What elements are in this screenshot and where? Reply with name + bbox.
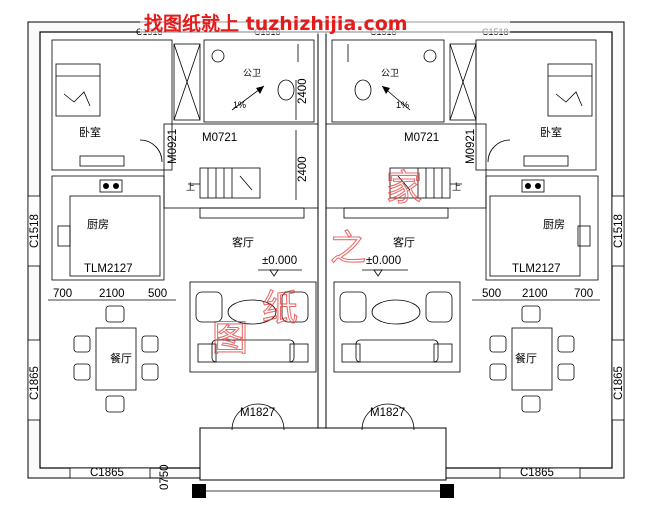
stair-right-rail <box>343 207 449 219</box>
party-wall <box>317 31 327 429</box>
slope-arrowhead-right <box>382 86 390 94</box>
level-label-left: ±0.000 <box>262 255 297 267</box>
dim-2400-upper: 2400 <box>297 78 309 104</box>
closet-right <box>449 43 477 121</box>
dining-chairs-right <box>489 305 575 413</box>
closet-left-cross-b <box>173 43 201 121</box>
bedroom-left-cabinet <box>79 155 125 167</box>
window-code-c1865-bottom-right: C1865 <box>520 467 554 479</box>
dining-chairs-left <box>73 305 159 413</box>
entrance-porch <box>199 427 447 481</box>
room-label-living-left: 客厅 <box>232 235 254 249</box>
toilet-left <box>277 79 295 101</box>
dim-700-right: 700 <box>574 288 593 300</box>
side-windows <box>27 195 625 479</box>
door-code-m0721-right: M0721 <box>404 132 439 144</box>
kitchen-right-sink <box>577 225 591 247</box>
bathroom-right-outline <box>331 39 445 123</box>
column-left <box>192 484 206 498</box>
entry-door-left-arc-b <box>257 403 285 431</box>
stamp-char-4: 家 <box>386 168 422 209</box>
stove-right-burner-b <box>535 183 541 189</box>
slope-left: 1% <box>233 100 246 110</box>
window-code-c1518-right-side: C1518 <box>613 214 625 248</box>
dining-table-right <box>511 327 553 391</box>
bed-right <box>547 63 593 117</box>
room-label-bedroom-left: 卧室 <box>79 125 101 139</box>
room-label-kitchen-right: 厨房 <box>543 218 565 231</box>
slope-arrowhead-left <box>256 86 264 94</box>
window-code-c1518-left-side: C1518 <box>29 214 41 248</box>
bedroom-left-door-arc <box>139 139 163 163</box>
sofa-set-right <box>333 281 461 373</box>
slope-right: 1% <box>396 100 409 110</box>
closet-right-cross-b <box>449 43 477 121</box>
sink-right <box>423 49 437 63</box>
room-label-dining-right: 餐厅 <box>515 351 537 365</box>
stair-up-right: 上 <box>452 182 461 192</box>
bed-right-blanket <box>555 91 583 107</box>
window-code-c1865-bottom-left: C1865 <box>90 467 124 479</box>
stove-right <box>521 179 545 193</box>
stove-left-burner-a <box>103 183 109 189</box>
room-label-kitchen-left: 厨房 <box>87 218 109 231</box>
stair-left-rail <box>199 207 305 219</box>
bed-left <box>55 63 101 117</box>
room-label-bedroom-right: 卧室 <box>540 125 562 139</box>
room-label-bathroom-left: 公卫 <box>243 68 261 78</box>
dining-table-left <box>95 327 137 391</box>
window-code-c1865-left-side: C1865 <box>29 366 41 400</box>
stamp-char-3: 之 <box>330 228 366 269</box>
kitchen-left-sink <box>57 225 71 247</box>
dim-0750: 0750 <box>159 464 171 490</box>
door-code-m1827-right: M1827 <box>370 407 405 419</box>
stove-left-burner-b <box>113 183 119 189</box>
kitchen-left-outline <box>51 175 165 281</box>
dim-2100-right: 2100 <box>522 288 548 300</box>
toilet-right <box>354 79 372 101</box>
bed-left-blanket <box>63 91 91 107</box>
column-right <box>440 484 454 498</box>
bedroom-right-door-arc <box>487 139 511 163</box>
entry-door-right-arc-a <box>361 403 389 431</box>
entry-door-left-arc-a <box>231 403 259 431</box>
watermark-text: 找图纸就上 tuzhizhijia.com <box>144 12 408 35</box>
door-code-tlm2127-right: TLM2127 <box>512 263 561 275</box>
dim-500-left: 500 <box>148 288 167 300</box>
stove-right-burner-a <box>525 183 531 189</box>
stamp-char-2: 纸 <box>262 288 298 329</box>
dim-700-left: 700 <box>53 288 72 300</box>
door-code-m1827-left: M1827 <box>240 407 275 419</box>
door-code-m0921-left: M0921 <box>167 129 179 164</box>
stair-up-left: 上 <box>186 182 195 192</box>
bedroom-right-cabinet <box>523 155 569 167</box>
level-label-right: ±0.000 <box>366 255 401 267</box>
room-label-living-right: 客厅 <box>393 235 415 249</box>
stairs-left <box>188 167 261 199</box>
stove-left <box>99 179 123 193</box>
sofa-set-left <box>189 281 317 373</box>
kitchen-right-outline <box>485 175 599 281</box>
red-seal-stamp: 图 纸 之 家 <box>211 167 422 359</box>
room-label-bathroom-right: 公卫 <box>381 68 399 78</box>
kitchen-right-counter <box>489 195 581 277</box>
room-label-dining-left: 餐厅 <box>110 351 132 365</box>
dim-2400-lower: 2400 <box>297 156 309 182</box>
dim-500-right: 500 <box>482 288 501 300</box>
entry-door-right-arc-b <box>387 403 415 431</box>
door-code-tlm2127-left: TLM2127 <box>84 263 133 275</box>
door-code-m0721-left: M0721 <box>202 132 237 144</box>
closet-left <box>173 43 201 121</box>
dim-2100-left: 2100 <box>99 288 125 300</box>
bedroom-left-outline <box>51 39 173 171</box>
stairs-right <box>389 167 462 199</box>
sink-left <box>211 49 225 63</box>
bathroom-left-outline <box>203 39 315 123</box>
window-code-c1865-right-side: C1865 <box>613 366 625 400</box>
watermark-bg <box>140 8 510 34</box>
door-code-m0921-right: M0921 <box>465 129 477 164</box>
stamp-char-1: 图 <box>212 318 248 359</box>
